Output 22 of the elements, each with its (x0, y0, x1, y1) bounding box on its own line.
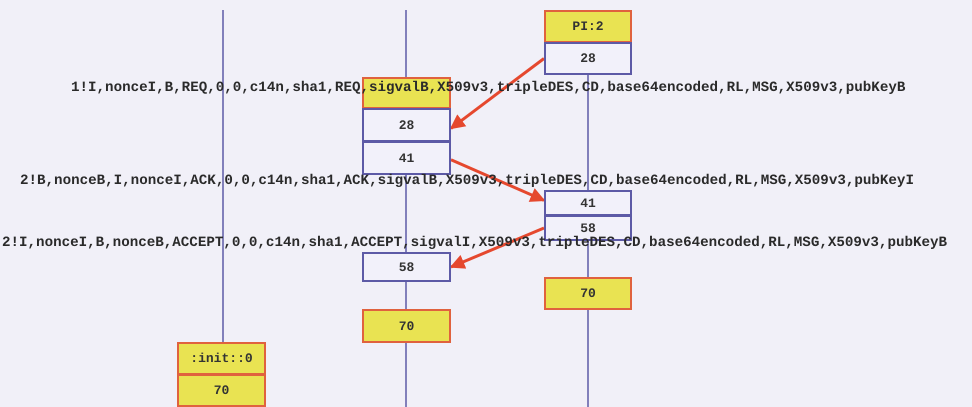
state-box (544, 277, 632, 310)
state-label: PI:2 (572, 19, 604, 34)
state-label: :init::0 (190, 351, 253, 366)
state-label: 58 (580, 220, 596, 236)
state-label: 70 (214, 383, 230, 398)
state-box (544, 190, 632, 216)
state-label: 70 (398, 318, 414, 334)
state-box (177, 374, 266, 407)
state-box (362, 252, 451, 282)
state-label: 41 (580, 196, 596, 210)
state-label: 28 (398, 118, 414, 132)
state-label: 41 (398, 150, 414, 166)
state-box (362, 108, 451, 142)
state-box (544, 10, 632, 43)
arrow (450, 57, 545, 130)
state-box (362, 309, 451, 343)
state-box (544, 42, 632, 75)
state-label: 70 (580, 286, 596, 301)
state-label: 58 (398, 260, 414, 274)
state-label: 28 (580, 51, 596, 66)
state-box (177, 342, 266, 375)
state-box (362, 141, 451, 175)
